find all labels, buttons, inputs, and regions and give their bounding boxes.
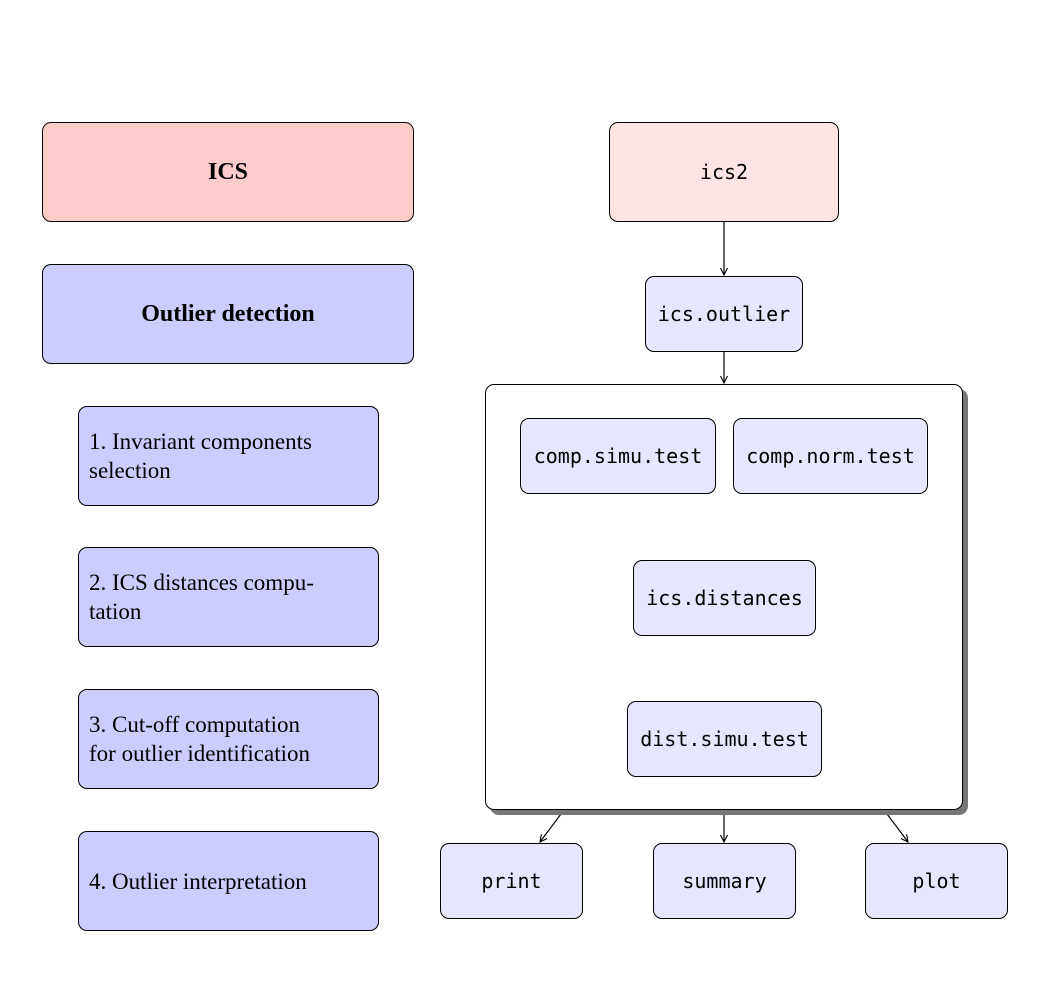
ics-distances-box: ics.distances — [633, 560, 816, 636]
summary-function-label: summary — [682, 869, 767, 893]
step-box-4: 4. Outlier interpretation — [78, 831, 379, 931]
step-1-line-1: 1. Invariant components — [89, 429, 312, 454]
print-function-label: print — [481, 869, 542, 893]
step-label-2: 2. ICS distances compu- tation — [89, 568, 314, 626]
step-3-line-1: 3. Cut-off computation — [89, 712, 301, 737]
step-2-line-2: tation — [89, 599, 142, 624]
step-2-line-1: 2. ICS distances compu- — [89, 570, 314, 595]
outlier-detection-title: Outlier detection — [141, 300, 315, 327]
ics-title: ICS — [207, 158, 249, 185]
step-box-1: 1. Invariant components selection — [78, 406, 379, 506]
ics-outlier-function-label: ics.outlier — [657, 302, 791, 326]
dist-simu-test-box: dist.simu.test — [627, 701, 822, 777]
ics2-function-label: ics2 — [699, 160, 749, 184]
step-label-1: 1. Invariant components selection — [89, 427, 312, 485]
ics-outlier-function-box: ics.outlier — [645, 276, 803, 352]
step-box-3: 3. Cut-off computation for outlier ident… — [78, 689, 379, 789]
step-label-3: 3. Cut-off computation for outlier ident… — [89, 710, 310, 768]
comp-simu-test-label: comp.simu.test — [533, 444, 703, 468]
summary-function-box: summary — [653, 843, 796, 919]
edge-container-to-print — [539, 809, 565, 843]
outlier-detection-header-box: Outlier detection — [42, 264, 414, 364]
ics2-function-box: ics2 — [609, 122, 839, 222]
comp-norm-test-box: comp.norm.test — [733, 418, 928, 494]
step-box-2: 2. ICS distances compu- tation — [78, 547, 379, 647]
plot-function-label: plot — [912, 869, 961, 893]
print-function-box: print — [440, 843, 583, 919]
comp-norm-test-label: comp.norm.test — [746, 444, 915, 468]
step-3-line-2: for outlier identification — [89, 741, 310, 766]
dist-simu-test-label: dist.simu.test — [640, 727, 809, 751]
edge-container-to-plot — [883, 809, 909, 843]
plot-function-box: plot — [865, 843, 1008, 919]
step-1-line-2: selection — [89, 458, 171, 483]
ics-distances-label: ics.distances — [646, 586, 803, 610]
comp-simu-test-box: comp.simu.test — [520, 418, 716, 494]
step-4-line-1: 4. Outlier interpretation — [89, 868, 307, 894]
ics-header-box: ICS — [42, 122, 414, 222]
